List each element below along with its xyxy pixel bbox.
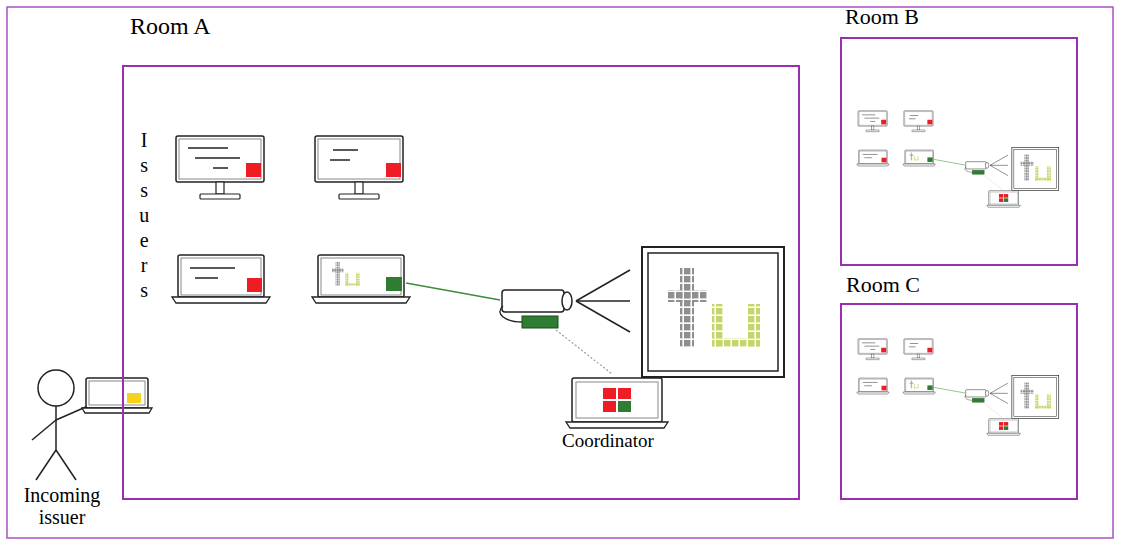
room-box: Room B — [840, 37, 1078, 266]
device-label: Coordinator — [562, 430, 654, 452]
room-title: Room C — [846, 272, 920, 298]
room-title: Room A — [130, 12, 211, 41]
room-title: Room B — [845, 4, 919, 30]
figure-label: Incoming issuer — [2, 484, 122, 528]
vertical-label: Issuers — [138, 128, 150, 303]
room-box: Room C — [840, 303, 1078, 500]
room-box: Room ACoordinator — [122, 65, 800, 500]
coordinator-device: Coordinator — [562, 430, 654, 452]
